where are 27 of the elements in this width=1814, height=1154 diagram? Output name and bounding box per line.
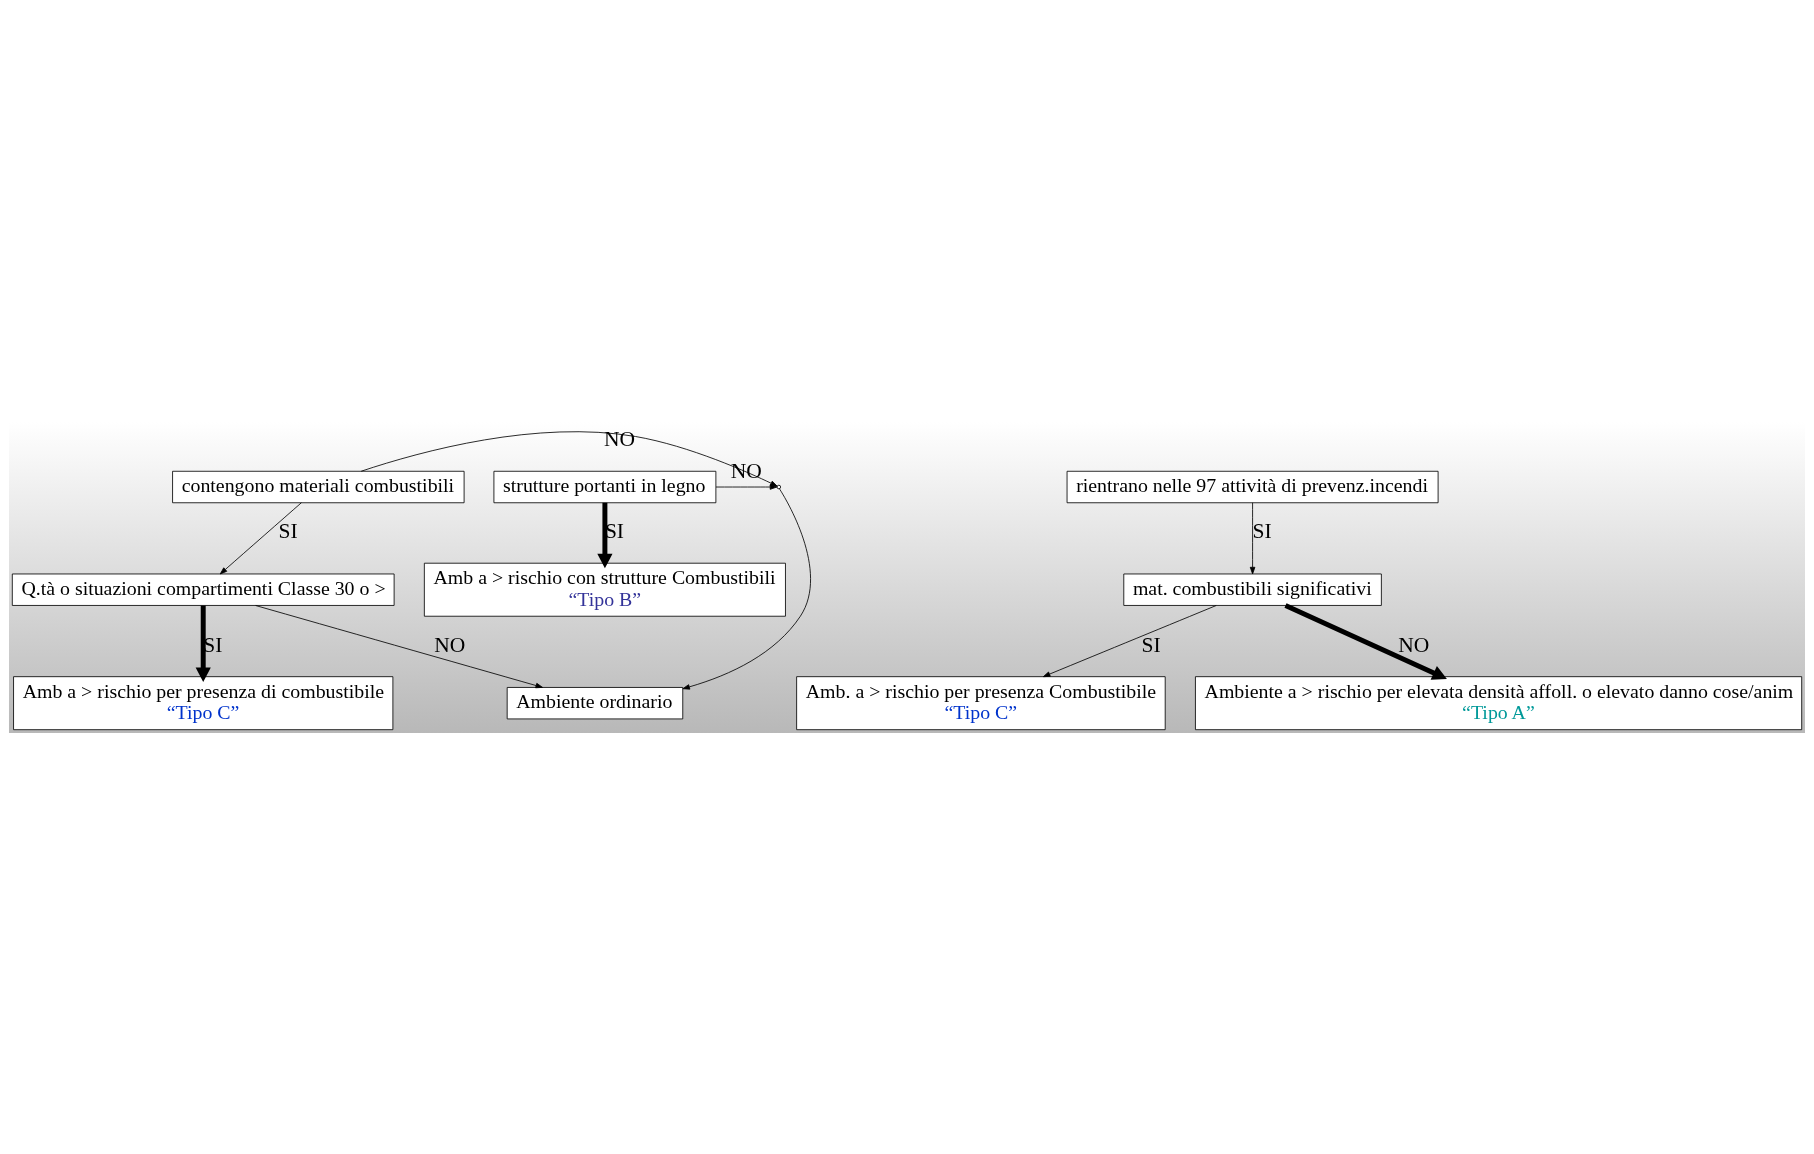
node-box: Amb. a > rischio per presenza Combustibile “Tipo C” — [796, 675, 1166, 730]
node-box: strutture portanti in legno — [493, 470, 717, 503]
edge-label: NO — [1398, 632, 1430, 657]
edge-label: NO — [604, 426, 636, 451]
arrow — [1042, 604, 1217, 677]
arrow — [219, 501, 302, 574]
arrow — [682, 487, 811, 690]
arrow — [255, 604, 543, 688]
edge-label: SI — [1141, 632, 1161, 657]
node-point — [776, 484, 782, 489]
node-box: Ambiente ordinario — [506, 686, 684, 719]
arrow — [715, 483, 778, 490]
edge-label: SI — [604, 518, 625, 543]
arrow — [597, 502, 613, 568]
node-box: Q.tà o situazioni compartimenti Classe 30 o > — [11, 573, 395, 606]
edge-label: NO — [434, 632, 466, 657]
edge-label: SI — [1252, 518, 1272, 543]
arrow — [195, 605, 211, 682]
arrow — [1249, 501, 1256, 574]
arrow — [1284, 602, 1447, 680]
node-box: contengono materiali combustibili — [172, 470, 465, 503]
node-box: Amb a > rischio con strutture Combustibili “Tipo B” — [423, 562, 786, 617]
edge-label: SI — [278, 518, 298, 543]
node-box: Ambiente a > rischio per elevata densità affoll. o elevato danno cose/anim “Tipo A” — [1195, 675, 1803, 730]
node-box: Amb a > rischio per presenza di combustibile “Tipo C” — [13, 675, 394, 730]
node-box: mat. combustibili significativi — [1123, 573, 1382, 606]
node-box: rientrano nelle 97 attività di prevenz.incendi — [1066, 470, 1439, 503]
